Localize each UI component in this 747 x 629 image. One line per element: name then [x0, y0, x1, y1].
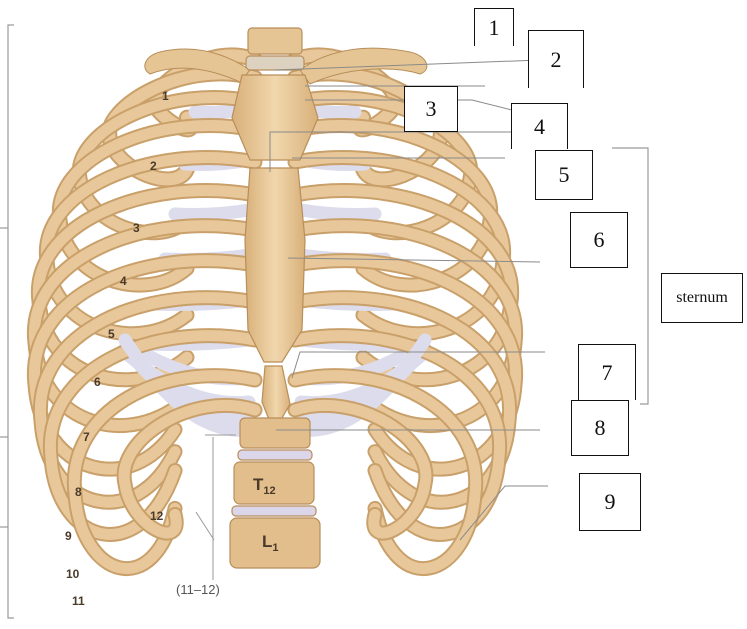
label-box-1: 1 — [474, 8, 514, 46]
label-box-2: 2 — [528, 30, 584, 88]
label-box-9: 9 — [579, 473, 641, 531]
rib-number-3: 3 — [133, 221, 140, 235]
label-box-6: 6 — [570, 212, 628, 268]
rib-number-2: 2 — [150, 159, 157, 173]
vertebra-t12 — [234, 462, 314, 504]
left-bracket — [0, 25, 14, 618]
manubrium — [232, 75, 318, 160]
rib-number-12: 12 — [150, 509, 164, 523]
rib-number-5: 5 — [108, 327, 115, 341]
rib-number-8: 8 — [75, 485, 82, 499]
rib-number-6: 6 — [94, 375, 101, 389]
label-box-5: 5 — [535, 150, 593, 200]
rib-number-1: 1 — [162, 89, 169, 103]
label-box-7: 7 — [578, 344, 636, 400]
vertebra-t11 — [240, 418, 310, 448]
sternum-body — [245, 168, 305, 362]
rib-number-4: 4 — [120, 274, 127, 288]
rib-number-11: 11 — [72, 594, 85, 608]
rib-number-7: 7 — [83, 430, 90, 444]
rib-number-10: 10 — [66, 567, 80, 581]
caption-11-12: (11–12) — [176, 582, 220, 597]
label-box-3: 3 — [404, 86, 458, 132]
label-box-sternum: sternum — [661, 273, 743, 323]
label-box-8: 8 — [571, 400, 629, 456]
label-box-4: 4 — [511, 103, 568, 149]
rib-number-9: 9 — [65, 529, 72, 543]
costal-cartilage-3-right — [301, 210, 375, 215]
costal-cartilage-3-left — [175, 210, 249, 215]
cervical-vertebra-top — [248, 28, 302, 54]
